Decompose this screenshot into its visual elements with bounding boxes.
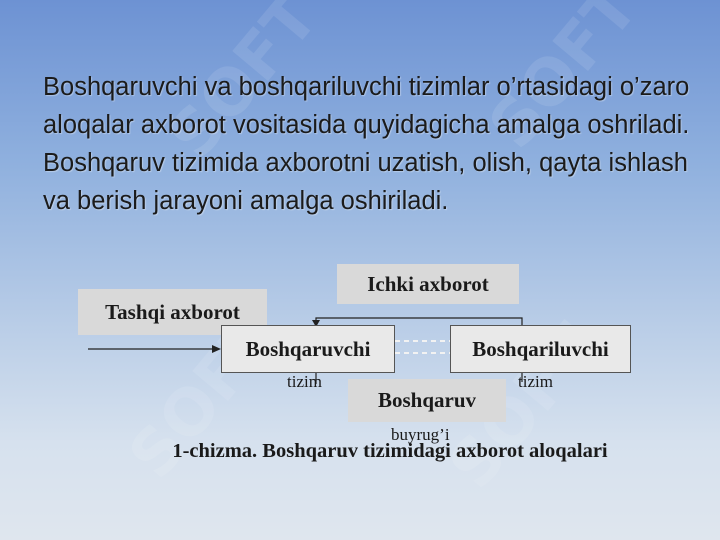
figure-caption: 1-chizma. Boshqaruv tizimidagi axborot a…	[172, 440, 608, 462]
controller-box: Boshqaruvchi	[221, 325, 395, 373]
internal-feedback-arrowhead	[312, 320, 320, 327]
controlled-box: Boshqariluvchi	[450, 325, 631, 373]
command-box: Boshqaruv	[348, 379, 506, 422]
controller-sub-label: tizim	[287, 372, 322, 391]
internal-info-box: Ichki axborot	[337, 264, 519, 304]
slide-paragraph: Boshqaruvchi va boshqariluvchi tizimlar …	[43, 73, 690, 215]
external-arrowhead	[212, 345, 221, 353]
command-sub-label: buyrug’i	[391, 425, 450, 444]
external-info-box: Tashqi axborot	[78, 289, 267, 335]
controlled-sub-label: tizim	[518, 372, 553, 391]
